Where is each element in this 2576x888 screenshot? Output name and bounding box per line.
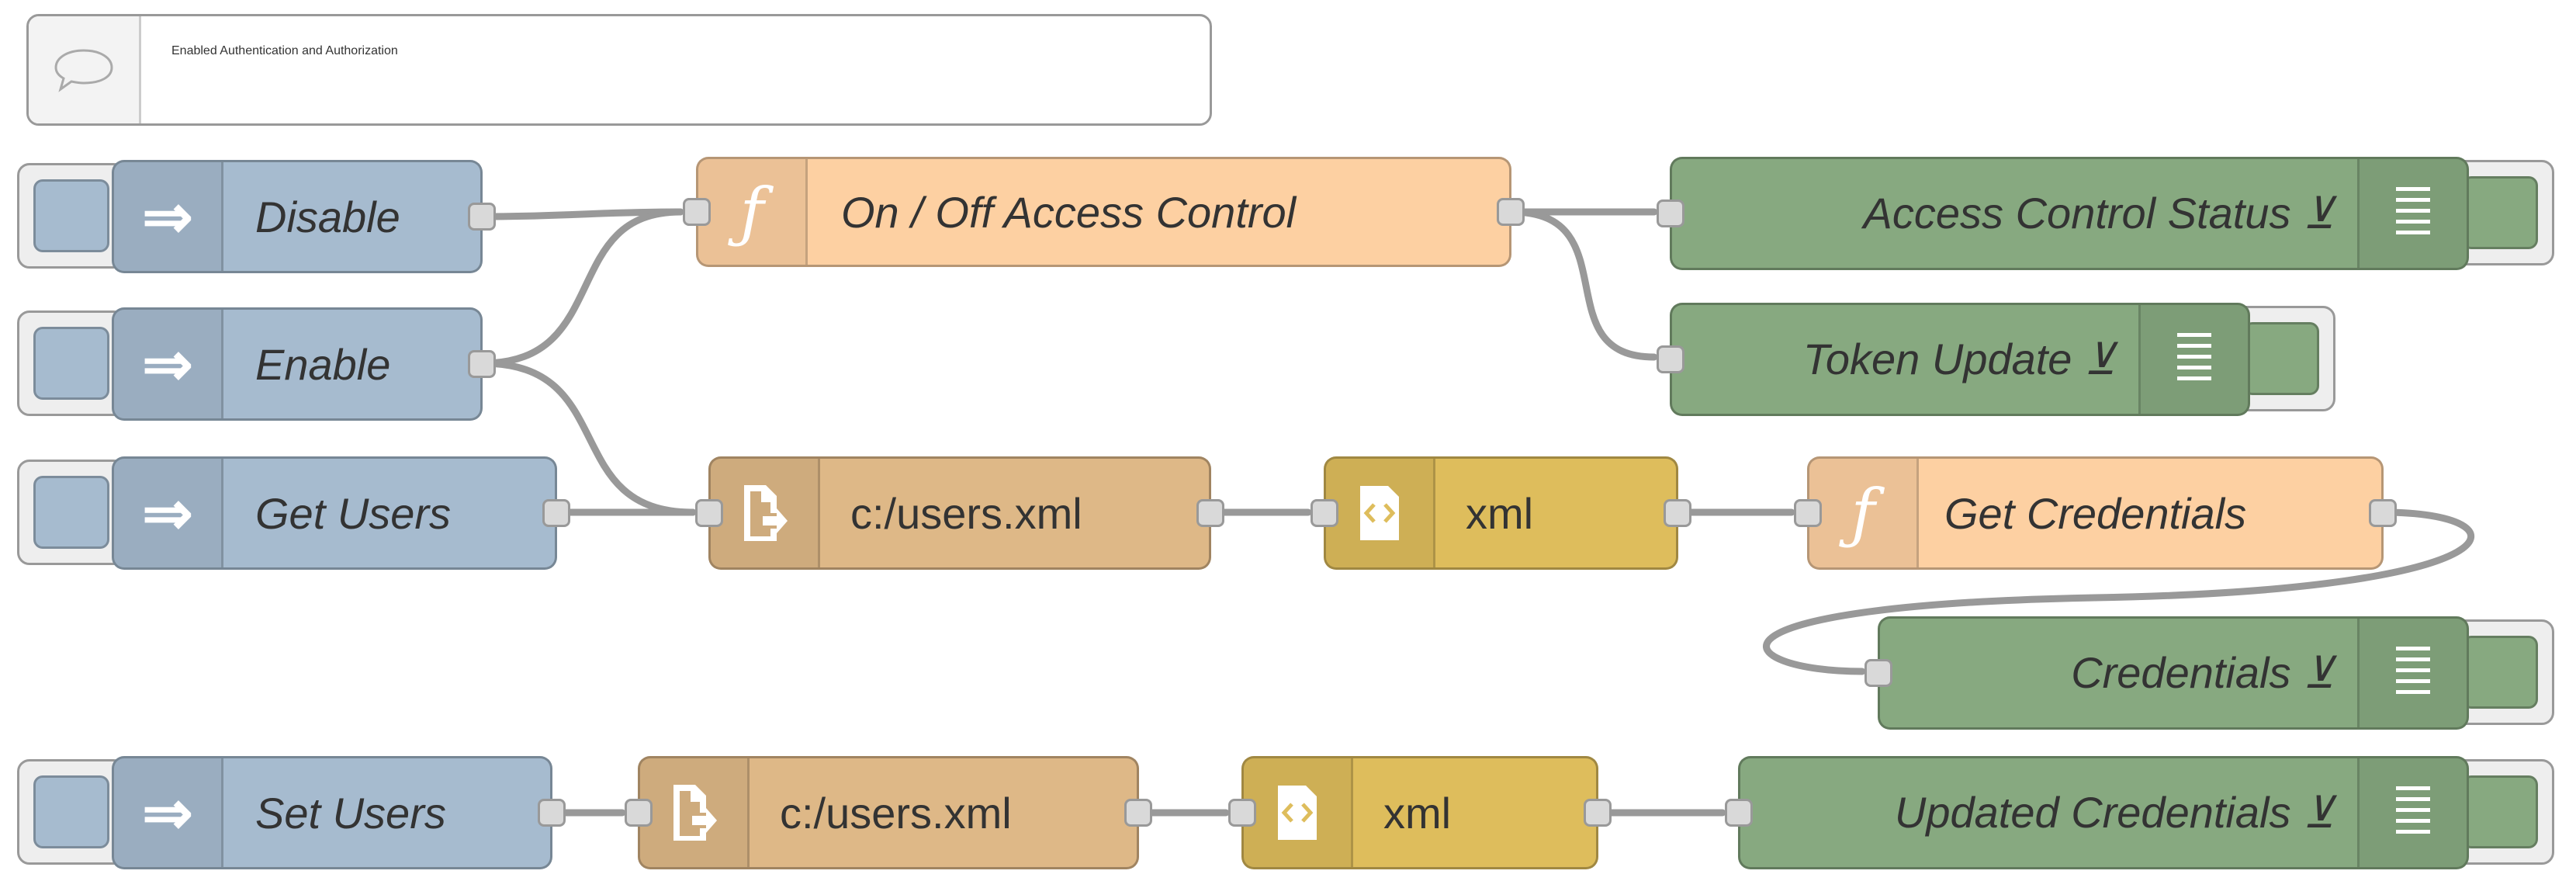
debug-node-credentials[interactable]: Credentials ⊻ [1864,616,2469,730]
input-port[interactable] [625,799,653,827]
file-node-read[interactable]: c:/users.xml [695,456,1224,570]
file-icon [640,758,750,867]
comment-node[interactable]: Enabled Authentication and Authorization [26,14,1212,126]
input-port[interactable] [1725,799,1753,827]
node-label: c:/users.xml [780,788,1012,838]
output-port[interactable] [1124,799,1152,827]
input-port[interactable] [1228,799,1256,827]
xml-node-build[interactable]: xml [1228,756,1612,869]
debug-list-icon [2357,619,2467,727]
comment-label: Enabled Authentication and Authorization [171,44,398,57]
wire-enable-file[interactable] [479,359,697,516]
inject-button-face [33,476,109,549]
arrow-in-icon: ⇒ [114,758,223,867]
node-label: Enable [255,339,391,389]
function-icon: ƒ [698,159,808,265]
file-node-write[interactable]: c:/users.xml [625,756,1152,869]
node-label: Set Users [255,788,446,838]
debug-list-icon [2357,159,2467,268]
node-label: Credentials ⊻ [2071,648,2335,697]
wire-getcred-credentials[interactable] [1763,508,2475,675]
input-port[interactable] [683,198,711,226]
inject-node-set-users[interactable]: ⇒ Set Users [112,756,566,869]
debug-toggle-face [2462,636,2538,709]
debug-toggle-face [2462,176,2538,249]
arrow-in-icon: ⇒ [114,310,223,418]
input-port[interactable] [1657,345,1684,373]
debug-node-updated-credentials[interactable]: Updated Credentials ⊻ [1725,756,2469,869]
xml-icon [1244,758,1353,867]
function-node-get-credentials[interactable]: ƒ Get Credentials [1794,456,2397,570]
input-port[interactable] [1794,499,1822,527]
inject-node-enable[interactable]: ⇒ Enable [112,307,496,421]
output-port[interactable] [1196,499,1224,527]
node-label: c:/users.xml [850,488,1082,538]
debug-node-token-update[interactable]: Token Update ⊻ [1657,303,2250,416]
inject-button-disable[interactable] [17,163,126,269]
function-node-on-off-access-control[interactable]: ƒ On / Off Access Control [683,157,1525,267]
input-port[interactable] [1311,499,1338,527]
node-label: xml [1466,488,1534,538]
node-label: Access Control Status ⊻ [1863,189,2335,238]
input-port[interactable] [695,499,723,527]
output-port[interactable] [2369,499,2397,527]
arrow-in-icon: ⇒ [114,459,223,567]
wire-enable-onoff[interactable] [479,208,684,367]
output-port[interactable] [1664,499,1691,527]
inject-button-get-users[interactable] [17,460,126,565]
node-label: Get Users [255,488,452,538]
debug-toggle-face [2243,322,2319,395]
function-icon: ƒ [1809,459,1919,567]
node-label: xml [1383,788,1452,838]
xml-icon [1326,459,1435,567]
inject-node-disable[interactable]: ⇒ Disable [112,160,496,273]
file-icon [711,459,820,567]
debug-toggle-face [2462,775,2538,848]
debug-list-icon [2357,758,2467,867]
inject-button-set-users[interactable] [17,759,126,865]
node-label: Token Update ⊻ [1802,335,2116,383]
node-label: Get Credentials [1944,488,2247,538]
arrow-in-icon: ⇒ [114,162,223,271]
node-label: On / Off Access Control [841,187,1297,237]
output-port[interactable] [538,799,566,827]
debug-list-icon [2138,305,2248,414]
inject-button-face [33,775,109,848]
inject-node-get-users[interactable]: ⇒ Get Users [112,456,570,570]
node-label: Updated Credentials ⊻ [1894,788,2335,837]
xml-node-parse[interactable]: xml [1311,456,1691,570]
inject-button-enable[interactable] [17,310,126,416]
output-port[interactable] [468,350,496,378]
output-port[interactable] [1497,198,1525,226]
input-port[interactable] [1864,659,1892,687]
inject-button-face [33,327,109,400]
comment-icon [29,16,141,123]
output-port[interactable] [1584,799,1612,827]
output-port[interactable] [542,499,570,527]
node-label: Disable [255,192,400,241]
output-port[interactable] [468,203,496,231]
input-port[interactable] [1657,199,1684,227]
wire-onoff-token[interactable] [1508,208,1658,361]
debug-node-access-control-status[interactable]: Access Control Status ⊻ [1657,157,2469,270]
inject-button-face [33,179,109,252]
